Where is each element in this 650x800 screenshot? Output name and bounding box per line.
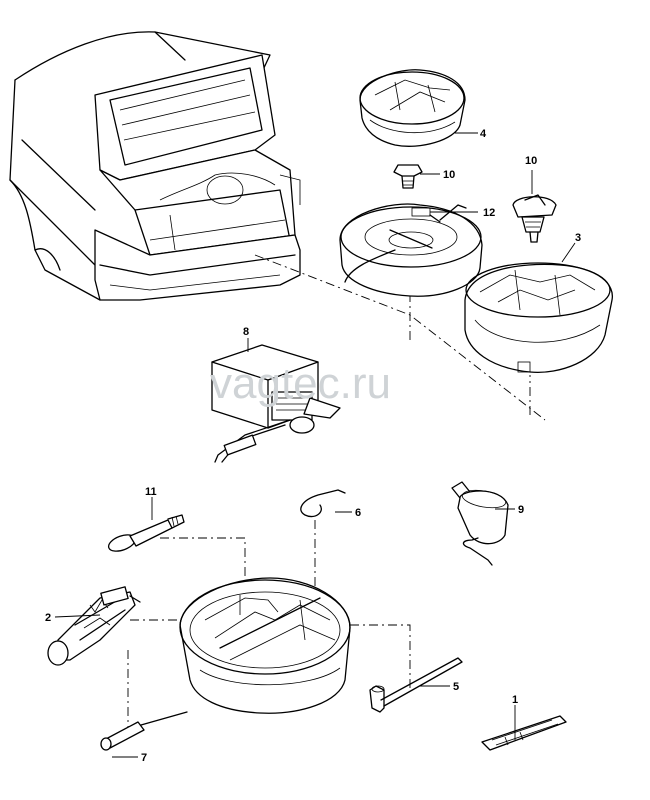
callout-12: 12 [483,207,495,219]
retaining-bolt-small [393,164,423,189]
callout-10-bolt-small: 10 [443,169,455,181]
car-rear-illustration [9,31,301,301]
warning-label-sticker [481,715,567,751]
retaining-bolt-large [512,194,557,243]
foam-insert-large [464,262,613,374]
tool-tray-small [359,69,466,147]
screwdriver [100,711,188,751]
wire-hook [300,489,346,518]
callout-2: 2 [45,612,51,624]
callout-8: 8 [243,326,249,338]
callout-10-bolt-large: 10 [525,155,537,167]
callout-11: 11 [145,486,157,498]
callout-7: 7 [141,752,147,764]
callout-3: 3 [575,232,581,244]
watermark-text: vagtec.ru [210,359,391,408]
wheel-brace [369,657,463,713]
sealant-bottle [451,481,509,566]
leader-lines [54,132,576,758]
callout-5: 5 [453,681,459,693]
tool-tray-main [179,577,351,714]
spare-wheel [339,203,483,297]
car-jack [47,586,141,666]
towing-eye [107,514,185,552]
callout-6: 6 [355,507,361,519]
callout-4: 4 [480,128,487,140]
tyre-inflator-compressor [211,344,341,463]
callout-1: 1 [512,694,518,706]
callout-9: 9 [518,504,524,516]
